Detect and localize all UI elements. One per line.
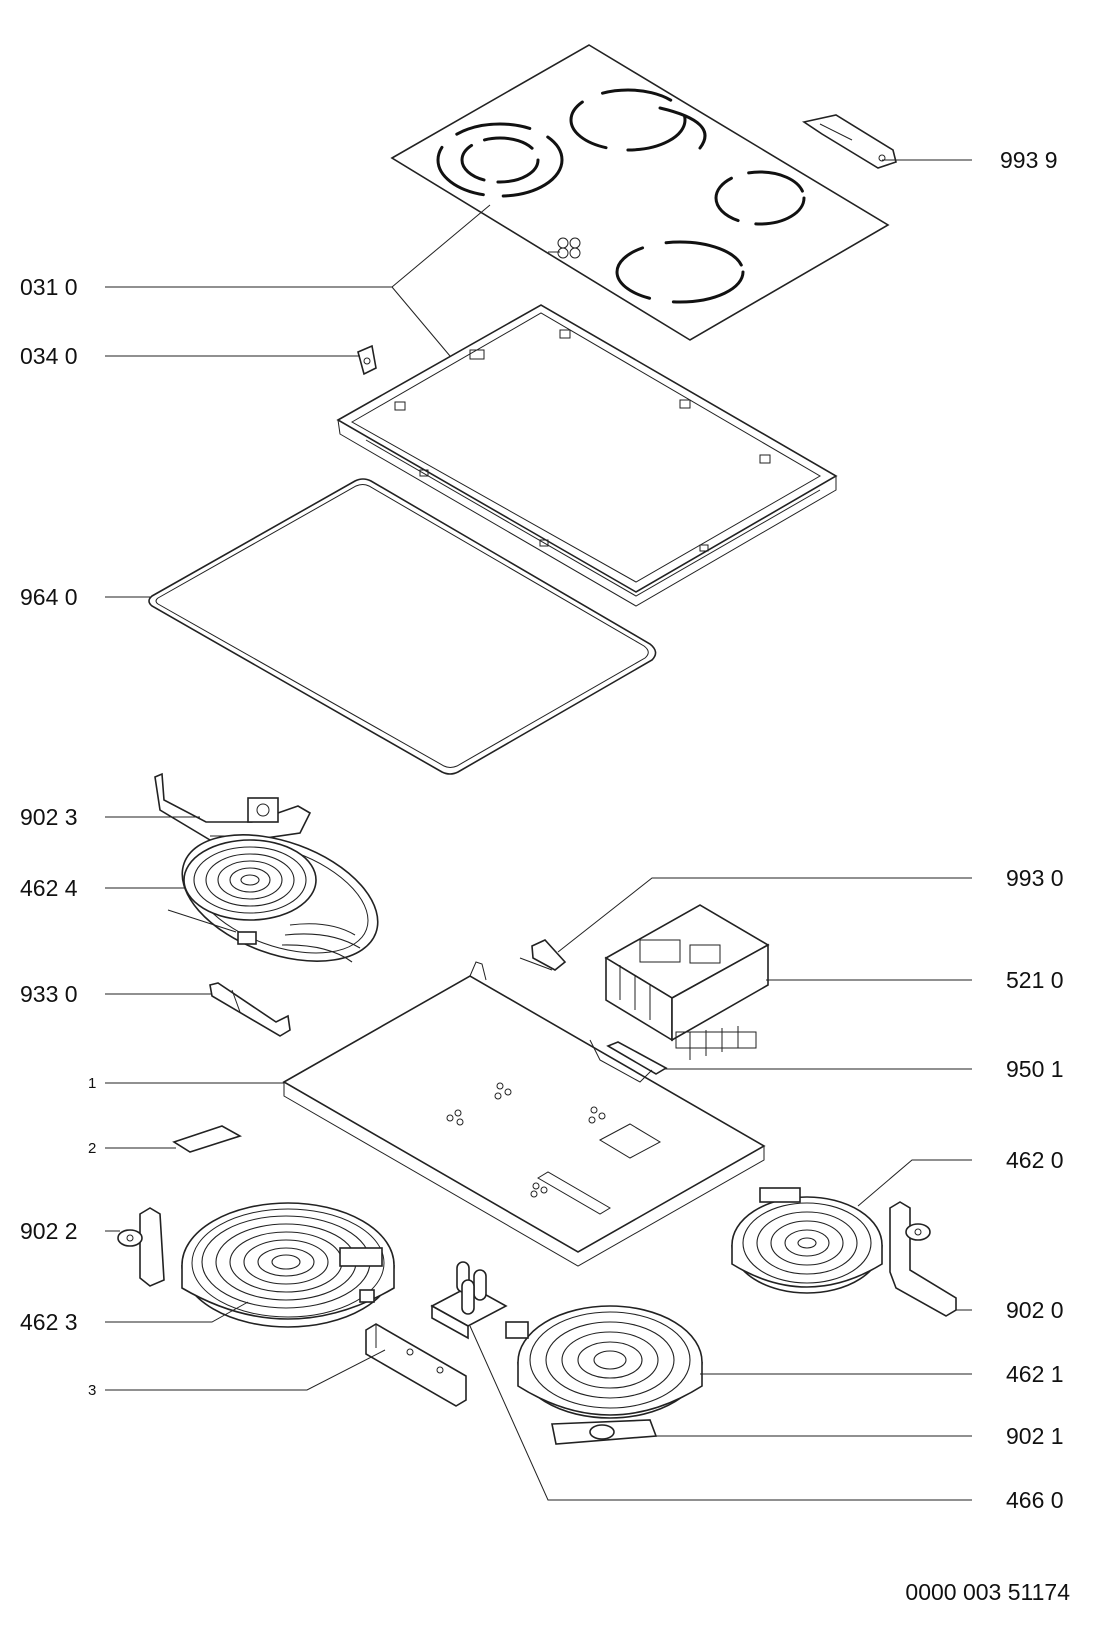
callout-462-0: 462 0: [1006, 1147, 1064, 1173]
bracket-902-3: [154, 772, 312, 841]
oval-heating-element: [167, 834, 379, 963]
round-heating-element-right: [731, 1187, 883, 1294]
callout-950-1: 950 1: [1006, 1056, 1064, 1082]
round-heating-element-centre: [505, 1305, 703, 1419]
control-symbol-icon: [548, 237, 581, 259]
bracket-3: [365, 1323, 467, 1407]
bracket-902-0: [889, 1201, 957, 1317]
bracket-902-2: [117, 1207, 165, 1287]
bracket-902-1: [551, 1419, 658, 1445]
control-unit-box: [604, 904, 770, 1060]
callout-902-2: 902 2: [20, 1218, 78, 1244]
callout-462-1: 462 1: [1006, 1361, 1064, 1387]
leader-lines: [105, 159, 972, 1501]
callout-993-0: 993 0: [1006, 865, 1064, 891]
glass-ceramic-top: [390, 44, 890, 341]
bracket-933-0: [209, 982, 291, 1037]
callout-902-1: 902 1: [1006, 1423, 1064, 1449]
callout-466-0: 466 0: [1006, 1487, 1064, 1513]
clip-993-9: [801, 114, 897, 169]
plate-2: [172, 1125, 243, 1153]
clip-993-0: [519, 939, 567, 971]
bracket-034-0: [357, 344, 377, 376]
callout-993-9: 993 9: [1000, 147, 1058, 173]
callout-034-0: 034 0: [20, 343, 78, 369]
callout-462-3: 462 3: [20, 1309, 78, 1335]
terminal-block: [430, 1261, 508, 1340]
callout-902-0: 902 0: [1006, 1297, 1064, 1323]
callout-521-0: 521 0: [1006, 967, 1064, 993]
callout-031-0: 031 0: [20, 274, 78, 300]
callout-1: 1: [88, 1075, 96, 1092]
seal-gasket: [148, 478, 657, 775]
callout-462-4: 462 4: [20, 875, 78, 901]
callout-902-3: 902 3: [20, 804, 78, 830]
hob-frame: [336, 304, 838, 607]
callout-964-0: 964 0: [20, 584, 78, 610]
callout-3: 3: [88, 1382, 96, 1399]
drawing-number: 0000 003 51174: [905, 1579, 1070, 1605]
callout-2: 2: [88, 1140, 96, 1157]
strip-950-1: [606, 1041, 668, 1075]
base-plate: [282, 961, 766, 1267]
large-heating-element: [181, 1202, 395, 1328]
callout-933-0: 933 0: [20, 981, 78, 1007]
